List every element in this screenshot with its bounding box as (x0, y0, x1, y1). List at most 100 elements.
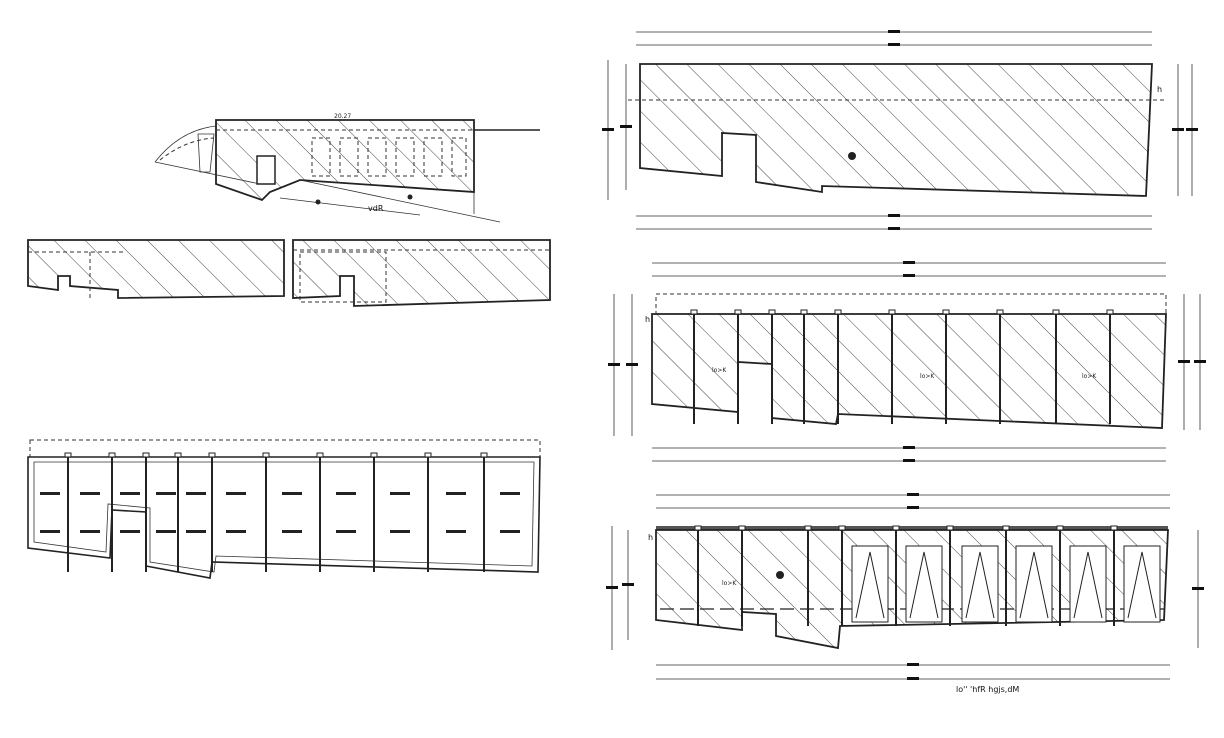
wall-mark (226, 492, 246, 495)
column-cap (996, 309, 1004, 315)
column-cap (480, 452, 488, 458)
column-cap (768, 309, 776, 315)
window-swing (1127, 551, 1157, 619)
room-label: lo>K (712, 367, 727, 374)
dimension-tick (907, 493, 919, 496)
dimension-tick (620, 125, 632, 128)
plan-middle-left-1 (27, 239, 285, 299)
wall-mark (186, 530, 206, 533)
wall-mark (80, 530, 100, 533)
dashed-parking-outlines (311, 137, 467, 177)
section-2: h lo>K lo>K lo>K (645, 293, 1167, 429)
height-marker: h (1157, 85, 1162, 94)
dimension-tick (888, 30, 900, 33)
wall-mark (282, 530, 302, 533)
column-cap (804, 525, 812, 531)
column-cap (800, 309, 808, 315)
wall-mark (446, 492, 466, 495)
wall-mark (282, 492, 302, 495)
column-cap (838, 525, 846, 531)
column-cap (694, 525, 702, 531)
window-swing (1019, 551, 1049, 619)
column-cap (174, 452, 182, 458)
dimension-tick (608, 363, 620, 366)
column-cap (1002, 525, 1010, 531)
column-cap (424, 452, 432, 458)
column-cap (834, 309, 842, 315)
room-label: lo>K (1082, 373, 1097, 380)
room-label: lo>K (920, 373, 935, 380)
dimension-tick (622, 583, 634, 586)
height-marker-3: h (648, 533, 653, 542)
wall-mark (390, 530, 410, 533)
dimension-tick (1192, 587, 1204, 590)
wall-mark (156, 530, 176, 533)
dimension-tick (907, 506, 919, 509)
dimension-tick (903, 459, 915, 462)
dimension-tick (606, 586, 618, 589)
dimension-tick (907, 663, 919, 666)
column-cap (690, 309, 698, 315)
room-label: lo>K (722, 580, 737, 587)
wall-mark (80, 492, 100, 495)
column-cap (734, 309, 742, 315)
road-label: vdR (368, 204, 384, 213)
column-cap (946, 525, 954, 531)
wall-mark (186, 492, 206, 495)
wall-mark (500, 492, 520, 495)
wall-mark (336, 530, 356, 533)
column-cap (208, 452, 216, 458)
column-cap (108, 452, 116, 458)
column-cap (1056, 525, 1064, 531)
section-3: h lo>K lo'' 'hfR hgjs,dM (648, 525, 1169, 694)
wall-mark (226, 530, 246, 533)
column-cap (1106, 309, 1114, 315)
window-swing (1073, 551, 1103, 619)
dimension-tick (888, 214, 900, 217)
dimension-tick (903, 261, 915, 264)
column-cap (316, 452, 324, 458)
dimension-tick (1178, 360, 1190, 363)
window-swing (855, 551, 885, 619)
dimension-tick (626, 363, 638, 366)
dimension-tick (903, 446, 915, 449)
dimension-tick (1194, 360, 1206, 363)
dimension-tick (602, 128, 614, 131)
column-cap (888, 309, 896, 315)
column-cap (262, 452, 270, 458)
column-cap (892, 525, 900, 531)
plan-middle-left-2 (292, 239, 551, 307)
wall-mark (336, 492, 356, 495)
wall-mark (156, 492, 176, 495)
dimension-tick (903, 274, 915, 277)
height-marker-2: h (645, 315, 650, 324)
site-plan-top-left: 20.27 vdR (154, 113, 540, 223)
column-cap (1052, 309, 1060, 315)
dimension-top-label: 20.27 (334, 113, 351, 120)
column-cap (1110, 525, 1118, 531)
dimension-lines (602, 30, 1206, 680)
wall-mark (120, 492, 140, 495)
column-cap (64, 452, 72, 458)
dimension-tick (888, 227, 900, 230)
wall-mark (40, 492, 60, 495)
column-cap (370, 452, 378, 458)
section-1: h (628, 63, 1164, 197)
drawing-caption: lo'' 'hfR hgjs,dM (956, 685, 1019, 694)
column-cap (738, 525, 746, 531)
column-cap (142, 452, 150, 458)
wall-mark (120, 530, 140, 533)
dimension-tick (1186, 128, 1198, 131)
window-swing (965, 551, 995, 619)
window-swing (909, 551, 939, 619)
wall-mark (40, 530, 60, 533)
plan-bottom-left (27, 439, 541, 579)
column-cap (942, 309, 950, 315)
wall-mark (500, 530, 520, 533)
dimension-tick (907, 677, 919, 680)
dimension-tick (888, 43, 900, 46)
dimension-tick (1172, 128, 1184, 131)
wall-mark (390, 492, 410, 495)
wall-mark (446, 530, 466, 533)
